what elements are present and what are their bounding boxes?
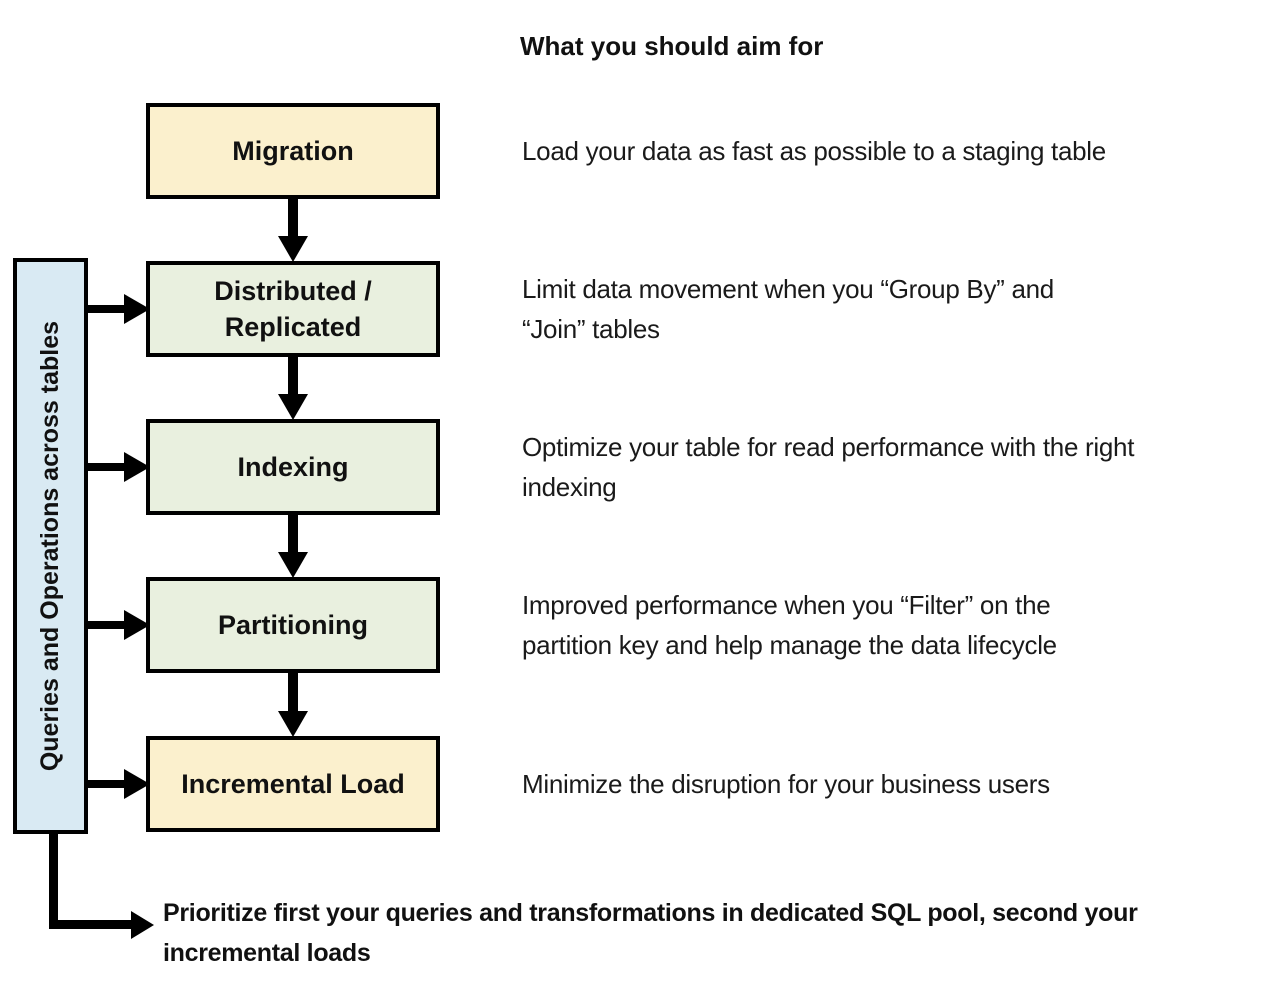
flow-step-label: Partitioning <box>218 610 368 640</box>
arrow-sidebar-to-note-horizontal <box>49 920 131 929</box>
arrow-shaft <box>288 196 298 236</box>
arrow-shaft <box>288 671 298 711</box>
arrow-sidebar-to-indexing <box>84 452 150 482</box>
arrow-down-icon <box>278 236 308 262</box>
description-indexing: Optimize your table for read performance… <box>522 432 1135 502</box>
arrow-partitioning-to-incremental <box>278 671 308 737</box>
diagram-title: What you should aim for <box>520 31 824 61</box>
arrow-migration-to-distributed <box>278 196 308 262</box>
arrow-sidebar-to-note-vertical <box>49 830 58 929</box>
description-partitioning: Improved performance when you “Filter” o… <box>522 590 1057 660</box>
sidebar-label: Queries and Operations across tables <box>36 320 64 772</box>
arrow-right-icon <box>124 610 150 640</box>
arrow-shaft <box>84 305 124 313</box>
flow-step-distributed-replicated: Distributed / Replicated <box>146 261 440 357</box>
arrow-indexing-to-partitioning <box>278 512 308 578</box>
arrow-right-icon <box>124 294 150 324</box>
arrow-sidebar-to-distributed <box>84 294 150 324</box>
flow-step-label: Distributed / Replicated <box>214 276 372 342</box>
flow-step-label: Indexing <box>237 452 349 482</box>
arrow-right-icon <box>131 911 154 939</box>
description-migration: Load your data as fast as possible to a … <box>522 136 1106 166</box>
arrow-shaft <box>84 621 124 629</box>
arrow-sidebar-to-partitioning <box>84 610 150 640</box>
arrow-distributed-to-indexing <box>278 354 308 420</box>
arrow-sidebar-to-incremental <box>84 769 150 799</box>
footer-note: Prioritize first your queries and transf… <box>163 899 1138 967</box>
flow-step-label: Incremental Load <box>181 769 405 799</box>
arrow-down-icon <box>278 711 308 737</box>
flow-step-indexing: Indexing <box>146 419 440 515</box>
arrow-shaft <box>84 463 124 471</box>
sidebar-box: Queries and Operations across tables <box>13 258 88 834</box>
flow-step-incremental-load: Incremental Load <box>146 736 440 832</box>
arrow-right-icon <box>124 769 150 799</box>
arrow-down-icon <box>278 552 308 578</box>
description-distributed-replicated: Limit data movement when you “Group By” … <box>522 274 1054 344</box>
arrow-down-icon <box>278 394 308 420</box>
arrow-shaft <box>288 512 298 552</box>
arrow-shaft <box>84 780 124 788</box>
flow-step-migration: Migration <box>146 103 440 199</box>
description-incremental-load: Minimize the disruption for your busines… <box>522 769 1050 799</box>
arrow-shaft <box>288 354 298 394</box>
arrow-right-icon <box>124 452 150 482</box>
flow-step-partitioning: Partitioning <box>146 577 440 673</box>
flow-step-label: Migration <box>232 136 354 166</box>
